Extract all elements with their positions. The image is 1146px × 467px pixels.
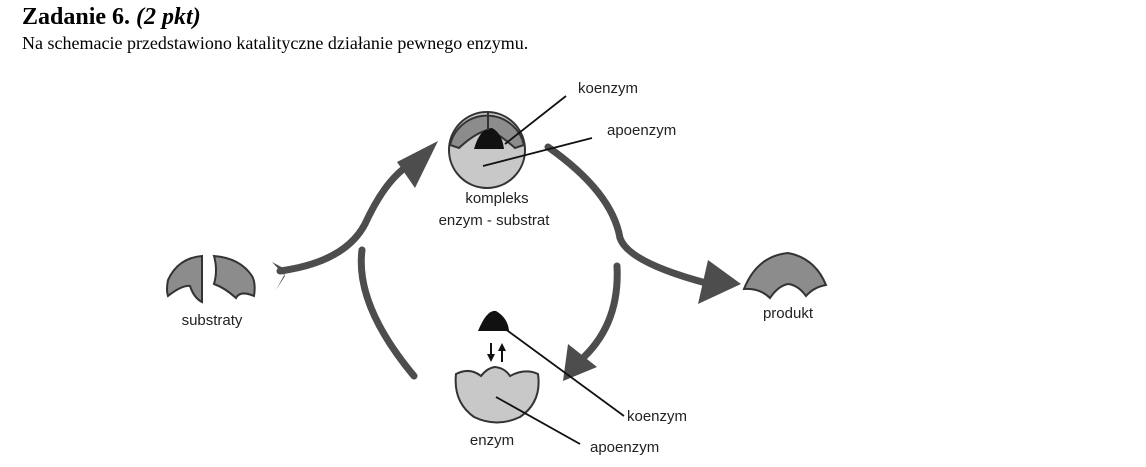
substrates [166,254,256,304]
arrow-substrates-to-complex [276,159,416,275]
arrow-enzyme-back [357,246,418,380]
arrow-to-enzyme [580,262,621,361]
cycle-arrows [276,143,710,380]
substrate-left [166,254,203,304]
label-enzym: enzym [470,432,514,449]
arrowhead-to-product [698,260,741,304]
label-koenzym-top: koenzym [578,80,638,97]
task-title: Zadanie 6. (2 pkt) [22,2,528,32]
label-koenzym-bottom: koenzym [627,408,687,425]
equilibrium-arrows [487,343,506,362]
complex-coenzyme [474,128,504,149]
label-produkt: produkt [763,305,814,322]
complex-substrate [448,114,526,150]
pointer-lines [482,95,625,445]
label-apoenzym-bottom: apoenzym [590,439,659,456]
label-apoenzym-top: apoenzym [607,122,676,139]
enzyme-substrate-complex [448,111,526,189]
arrowheads [272,141,741,381]
substrate-right [212,254,256,300]
task-description: Na schemacie przedstawiono katalityczne … [22,33,529,53]
label-complex-line2: enzym - substrat [439,212,551,229]
arrowhead-to-enzyme [563,344,597,381]
product-shape [742,251,828,300]
arrowhead-to-complex [397,141,438,188]
task-points: (2 pkt) [136,4,201,30]
task-header: Zadanie 6. (2 pkt) Na schemacie przedsta… [22,2,528,54]
label-complex-line1: kompleks [465,190,528,207]
task-number: Zadanie 6. [22,4,131,30]
arrow-complex-to-product [544,143,710,287]
label-substraty: substraty [182,312,243,329]
tail-at-substrates [272,262,287,290]
